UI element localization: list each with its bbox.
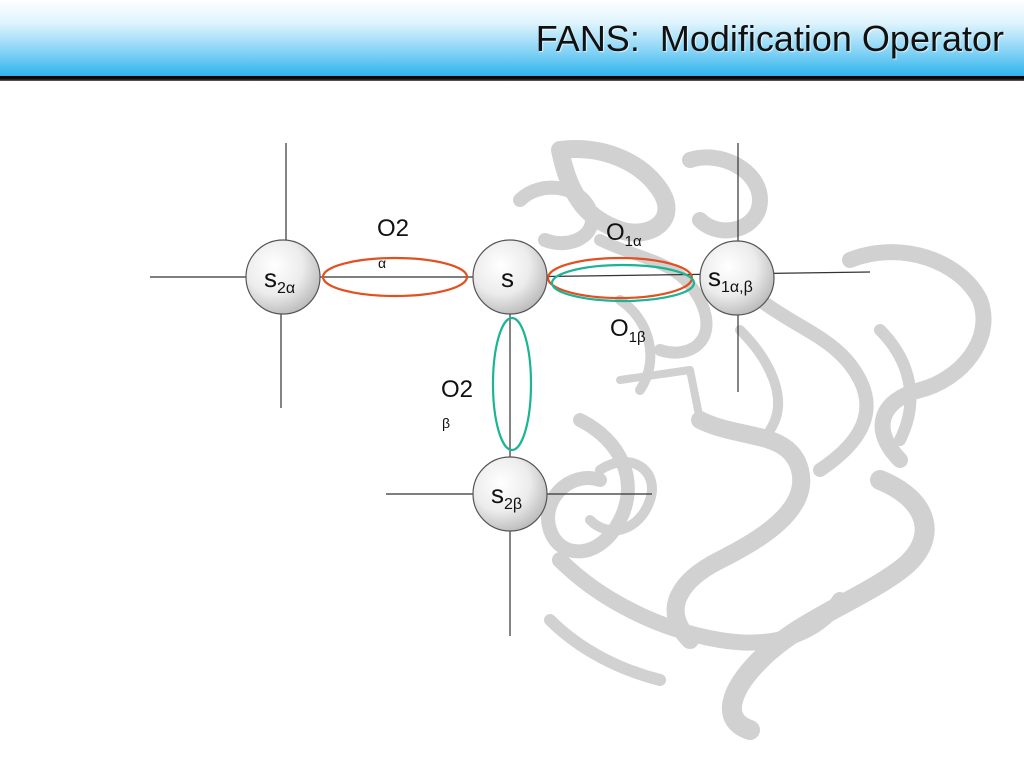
operator-o2b-label: O2 β — [441, 376, 473, 431]
operator-o1b-ellipse — [550, 263, 696, 303]
node-s2a-circle — [245, 239, 321, 315]
operator-o2b-subscript: β — [442, 415, 450, 431]
operator-o1b-label: O1β — [610, 315, 646, 346]
node-s1ab-label: s1α,β — [708, 262, 753, 296]
operator-o2a-text: O2 — [377, 215, 409, 242]
node-s-label: s — [501, 263, 514, 293]
node-s2b-label: s2β — [491, 479, 522, 513]
operator-o2b-text: O2 — [441, 376, 473, 403]
node-s2b-circle — [472, 456, 548, 532]
slide-title: FANS: Modification Operator — [535, 18, 1004, 59]
operator-o1a-label: O1α — [606, 219, 642, 250]
operator-o2a-ellipse — [321, 256, 469, 298]
protein-structure-background — [513, 140, 992, 740]
operator-o2a-subscript: α — [378, 255, 386, 271]
node-s-circle — [472, 239, 548, 315]
header-divider — [0, 76, 1024, 81]
header-banner — [0, 0, 1024, 76]
operator-o2b-ellipse — [491, 316, 533, 452]
node-s1ab-circle — [699, 240, 775, 316]
operator-o2a-label: O2 α — [377, 215, 409, 271]
node-s2a-label: s2α — [264, 263, 295, 297]
